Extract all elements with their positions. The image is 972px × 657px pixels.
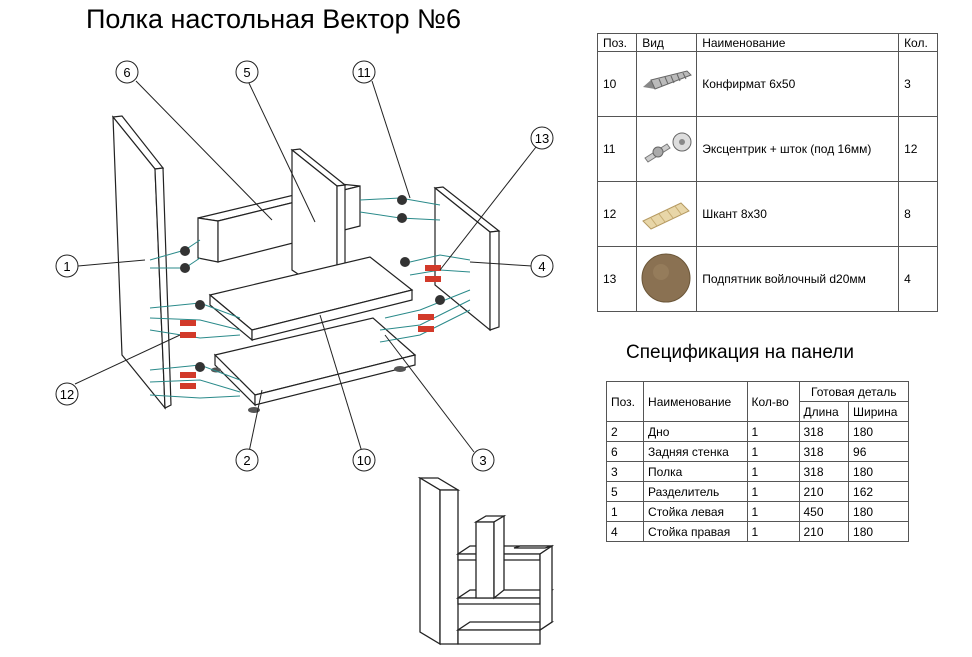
- svg-text:2: 2: [243, 453, 250, 468]
- callout-11: 11: [352, 60, 376, 84]
- shelf-front: [251, 289, 413, 341]
- col-view: Вид: [636, 33, 698, 52]
- svg-text:5: 5: [243, 65, 250, 80]
- callout-12: 12: [55, 382, 79, 406]
- col-qty: Кол.: [898, 33, 938, 52]
- svg-text:1: 1: [63, 259, 70, 274]
- col-pos: Поз.: [596, 33, 638, 52]
- page-title: Полка настольная Вектор №6: [86, 4, 462, 34]
- hardware-row: 10 Конфирмат 6х50 3: [596, 51, 938, 117]
- svg-text:3: 3: [479, 453, 486, 468]
- svg-text:12: 12: [60, 387, 74, 402]
- eccentric-icon: [644, 132, 692, 163]
- felt-pad-icon: [641, 253, 691, 302]
- svg-text:11: 11: [357, 65, 371, 80]
- svg-text:6: 6: [123, 65, 130, 80]
- hardware-row: 11 Эксцентрик + шток (под 16мм) 12: [596, 116, 938, 182]
- panel-spec-table: Поз. Наименование Кол-во Готовая деталь …: [605, 381, 909, 542]
- callout-4: 4: [530, 254, 554, 278]
- callout-13: 13: [530, 126, 554, 150]
- assembled-preview: [417, 476, 555, 646]
- callout-3: 3: [471, 448, 495, 472]
- spec-title: Спецификация на панели: [626, 342, 854, 363]
- svg-text:10: 10: [357, 453, 371, 468]
- back-wall-front: [197, 217, 219, 263]
- callout-6: 6: [115, 60, 139, 84]
- right-stand-edge: [489, 230, 500, 331]
- hardware-table: Поз. Вид Наименование Кол. 10 Конфирмат …: [596, 33, 938, 312]
- callout-1: 1: [55, 254, 79, 278]
- callout-5: 5: [235, 60, 259, 84]
- svg-text:4: 4: [538, 259, 545, 274]
- hardware-row: 12 Шкант 8х30 8: [596, 181, 938, 247]
- bottom-front: [254, 354, 416, 406]
- left-stand-edge: [154, 167, 172, 409]
- hardware-row: 13 Подпятник войлочный d20мм 4: [596, 246, 938, 312]
- callout-10: 10: [352, 448, 376, 472]
- col-name: Наименование: [696, 33, 900, 52]
- confirmat-screw-icon: [643, 69, 693, 90]
- callout-2: 2: [235, 448, 259, 472]
- svg-text:13: 13: [535, 131, 549, 146]
- dowel-icon: [642, 201, 691, 230]
